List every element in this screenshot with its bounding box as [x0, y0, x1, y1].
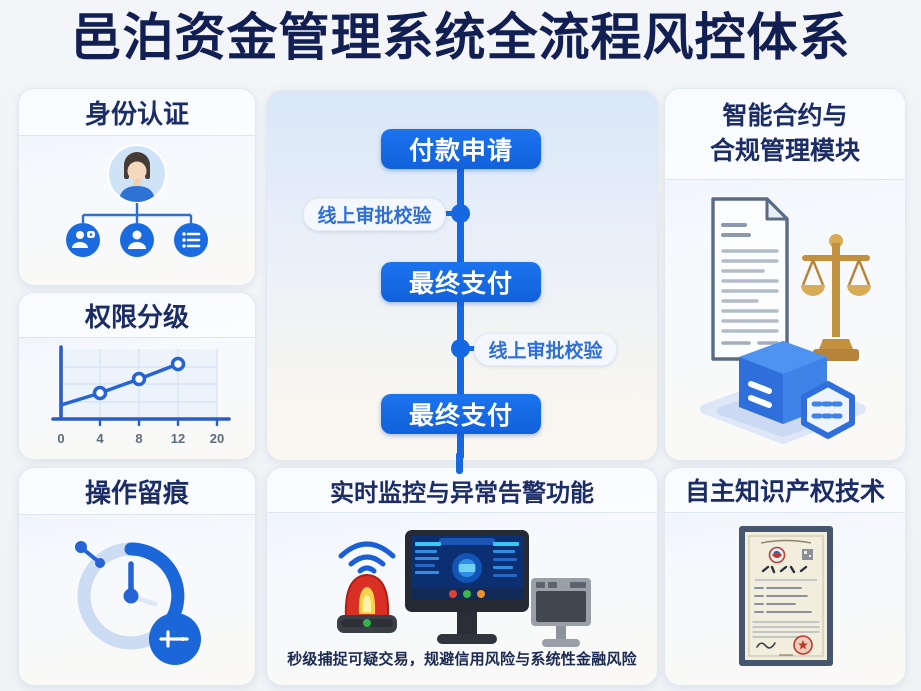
pill-connector [461, 346, 483, 351]
contract-title-line1: 智能合约与 [722, 101, 848, 130]
blockchain-box-icon [700, 341, 866, 444]
audit-card-header: 操作留痕 [19, 468, 255, 515]
certificate-image [739, 526, 833, 666]
flow-line [457, 149, 464, 460]
x-tick-label: 20 [209, 431, 225, 446]
desktop-computer-icon [531, 578, 591, 647]
x-tick-label: 4 [96, 431, 104, 446]
identity-card: 身份认证 [18, 88, 256, 286]
flow-connector [456, 452, 463, 474]
check-pill-left: 线上审批校验 [303, 198, 446, 231]
flow-step-final-payment-1: 最终支付 [381, 262, 541, 302]
contract-title-line2: 合规管理模块 [709, 137, 860, 165]
org-tree-illustration [66, 144, 208, 257]
identity-card-header: 身份认证 [19, 89, 255, 136]
x-tick-label: 8 [135, 431, 143, 446]
monitoring-title: 实时监控与异常告警功能 [330, 479, 594, 507]
flow-step-final-payment-2: 最终支付 [381, 394, 541, 434]
audit-card: 操作留痕 [18, 467, 256, 686]
monitoring-caption: 秒级捕捉可疑交易，规避信用风险与系统性金融风险 [287, 651, 637, 668]
monitoring-card-header: 实时监控与异常告警功能 [267, 468, 657, 513]
tree-connector-lines [81, 203, 193, 223]
page-title: 邑泊资金管理系统全流程风控体系 [70, 9, 851, 66]
ip-title: 自主知识产权技术 [684, 478, 885, 506]
audit-title: 操作留痕 [84, 477, 189, 508]
clock-illustration [75, 541, 201, 665]
data-point [92, 385, 108, 401]
flow-node [451, 204, 470, 223]
pill-connector [439, 211, 461, 216]
list-icon [174, 223, 208, 257]
wifi-icon [338, 541, 396, 574]
x-tick-label: 12 [170, 431, 186, 446]
document-icon [711, 197, 789, 361]
user-chat-icon [66, 223, 100, 257]
permission-title: 权限分级 [84, 301, 189, 332]
flow-node [451, 339, 470, 358]
permission-card-header: 权限分级 [19, 293, 255, 338]
flow-step-payment-request: 付款申请 [381, 129, 541, 169]
chart-axes [51, 345, 231, 421]
chart-line [59, 362, 180, 407]
flow-panel: 付款申请 线上审批校验 最终支付 线上审批校验 最终支付 [266, 90, 658, 461]
monitoring-card: 实时监控与异常告警功能 [266, 467, 658, 686]
contract-card: 智能合约与 合规管理模块 [664, 88, 906, 461]
data-point [170, 356, 186, 372]
identity-title: 身份认证 [84, 98, 189, 129]
permission-line-chart [51, 345, 231, 427]
contract-card-header: 智能合约与 合规管理模块 [665, 89, 905, 180]
ip-card-header: 自主知识产权技术 [665, 468, 905, 513]
plus-badge-icon [149, 613, 201, 665]
x-tick-label: 0 [57, 431, 65, 446]
hex-shield-icon [801, 381, 855, 439]
check-pill-right: 线上审批校验 [474, 333, 617, 366]
ip-card: 自主知识产权技术 [664, 467, 906, 686]
permission-card: 权限分级 0 4 8 12 20 [18, 292, 256, 460]
user-icon [120, 223, 154, 257]
alarm-siren-icon [337, 541, 397, 633]
dashboard-monitor-icon [405, 530, 529, 644]
data-point [131, 371, 147, 387]
